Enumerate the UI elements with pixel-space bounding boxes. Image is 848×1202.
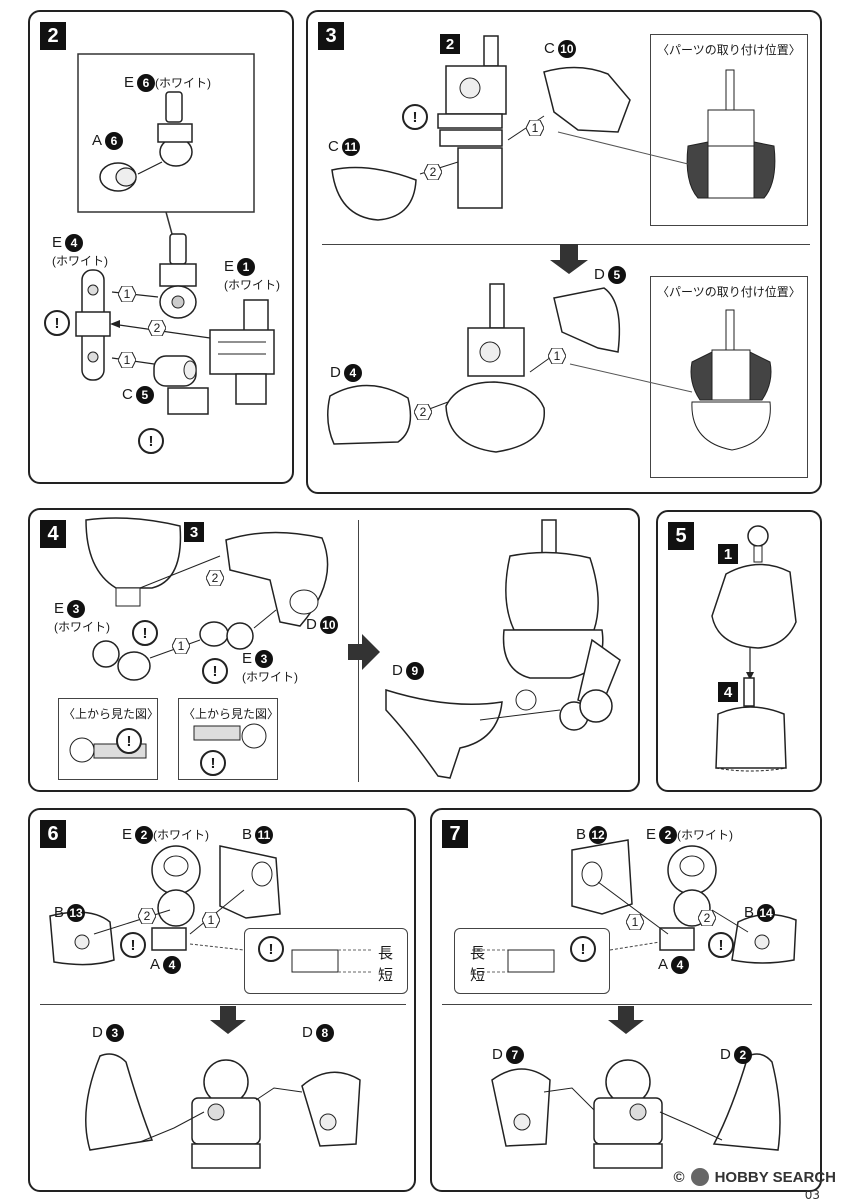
caution-icon: ! bbox=[44, 310, 70, 336]
step-number: 4 bbox=[40, 520, 66, 548]
caution-icon: ! bbox=[116, 728, 142, 754]
inset-title: 〈上から見た図〉 bbox=[63, 707, 160, 721]
order-marker-1: 1 bbox=[202, 912, 220, 928]
sub-step-3: 3 bbox=[184, 522, 204, 542]
sub-step-1: 1 bbox=[718, 544, 738, 564]
step-5-artwork bbox=[711, 525, 797, 772]
inset-title: 〈上から見た図〉 bbox=[183, 707, 280, 721]
inset-title: 〈パーツの取り付け位置〉 bbox=[657, 43, 801, 57]
step-3-artwork bbox=[327, 35, 776, 453]
sub-step-2: 2 bbox=[440, 34, 460, 54]
step-7-artwork bbox=[472, 839, 797, 1169]
caution-icon: ! bbox=[708, 932, 734, 958]
sub-step-4: 4 bbox=[718, 682, 738, 702]
watermark: © HOBBY SEARCH bbox=[674, 1168, 836, 1186]
order-marker-1: 1 bbox=[548, 348, 566, 364]
caution-icon: ! bbox=[202, 658, 228, 684]
long-label: 長 bbox=[470, 945, 486, 962]
step-3-panel: 3 2 〈パーツの取り付け位置〉 〈パーツの取り付け位置〉 bbox=[306, 10, 822, 494]
step-number: 6 bbox=[40, 820, 66, 848]
step-number: 2 bbox=[40, 22, 66, 50]
order-marker-1: 1 bbox=[172, 638, 190, 654]
step-number: 7 bbox=[442, 820, 468, 848]
page-number: 03 bbox=[804, 1188, 820, 1202]
step-number: 5 bbox=[668, 522, 694, 550]
caution-icon: ! bbox=[138, 428, 164, 454]
step-4-artwork bbox=[69, 517, 621, 779]
caution-icon: ! bbox=[200, 750, 226, 776]
order-marker-1: 1 bbox=[526, 120, 544, 136]
short-label: 短 bbox=[378, 967, 394, 984]
caution-icon: ! bbox=[402, 104, 428, 130]
short-label: 短 bbox=[470, 967, 486, 984]
step-5-panel: 5 1 4 bbox=[656, 510, 822, 792]
step-divider bbox=[442, 1004, 812, 1005]
watermark-text: HOBBY SEARCH bbox=[714, 1168, 836, 1186]
order-marker-1: 1 bbox=[118, 286, 136, 302]
caution-icon: ! bbox=[120, 932, 146, 958]
step-4-panel: 4 3 〈上から見た図〉 〈上から見た図〉 bbox=[28, 508, 640, 792]
step-6-artwork bbox=[49, 845, 372, 1169]
order-marker-2: 2 bbox=[148, 320, 166, 336]
long-label: 長 bbox=[378, 945, 394, 962]
order-marker-2: 2 bbox=[206, 570, 224, 586]
step-number: 3 bbox=[318, 22, 344, 50]
order-marker-2: 2 bbox=[698, 910, 716, 926]
order-marker-1b: 1 bbox=[118, 352, 136, 368]
inset-title: 〈パーツの取り付け位置〉 bbox=[657, 285, 801, 299]
caution-icon: ! bbox=[258, 936, 284, 962]
copyright-mark: © bbox=[673, 1168, 685, 1186]
caution-icon: ! bbox=[132, 620, 158, 646]
step-divider bbox=[40, 1004, 406, 1005]
caution-icon: ! bbox=[570, 936, 596, 962]
order-marker-2: 2 bbox=[424, 164, 442, 180]
order-marker-2: 2 bbox=[414, 404, 432, 420]
hobby-search-logo-icon bbox=[690, 1168, 709, 1186]
order-marker-2: 2 bbox=[138, 908, 156, 924]
order-marker-1: 1 bbox=[626, 914, 644, 930]
